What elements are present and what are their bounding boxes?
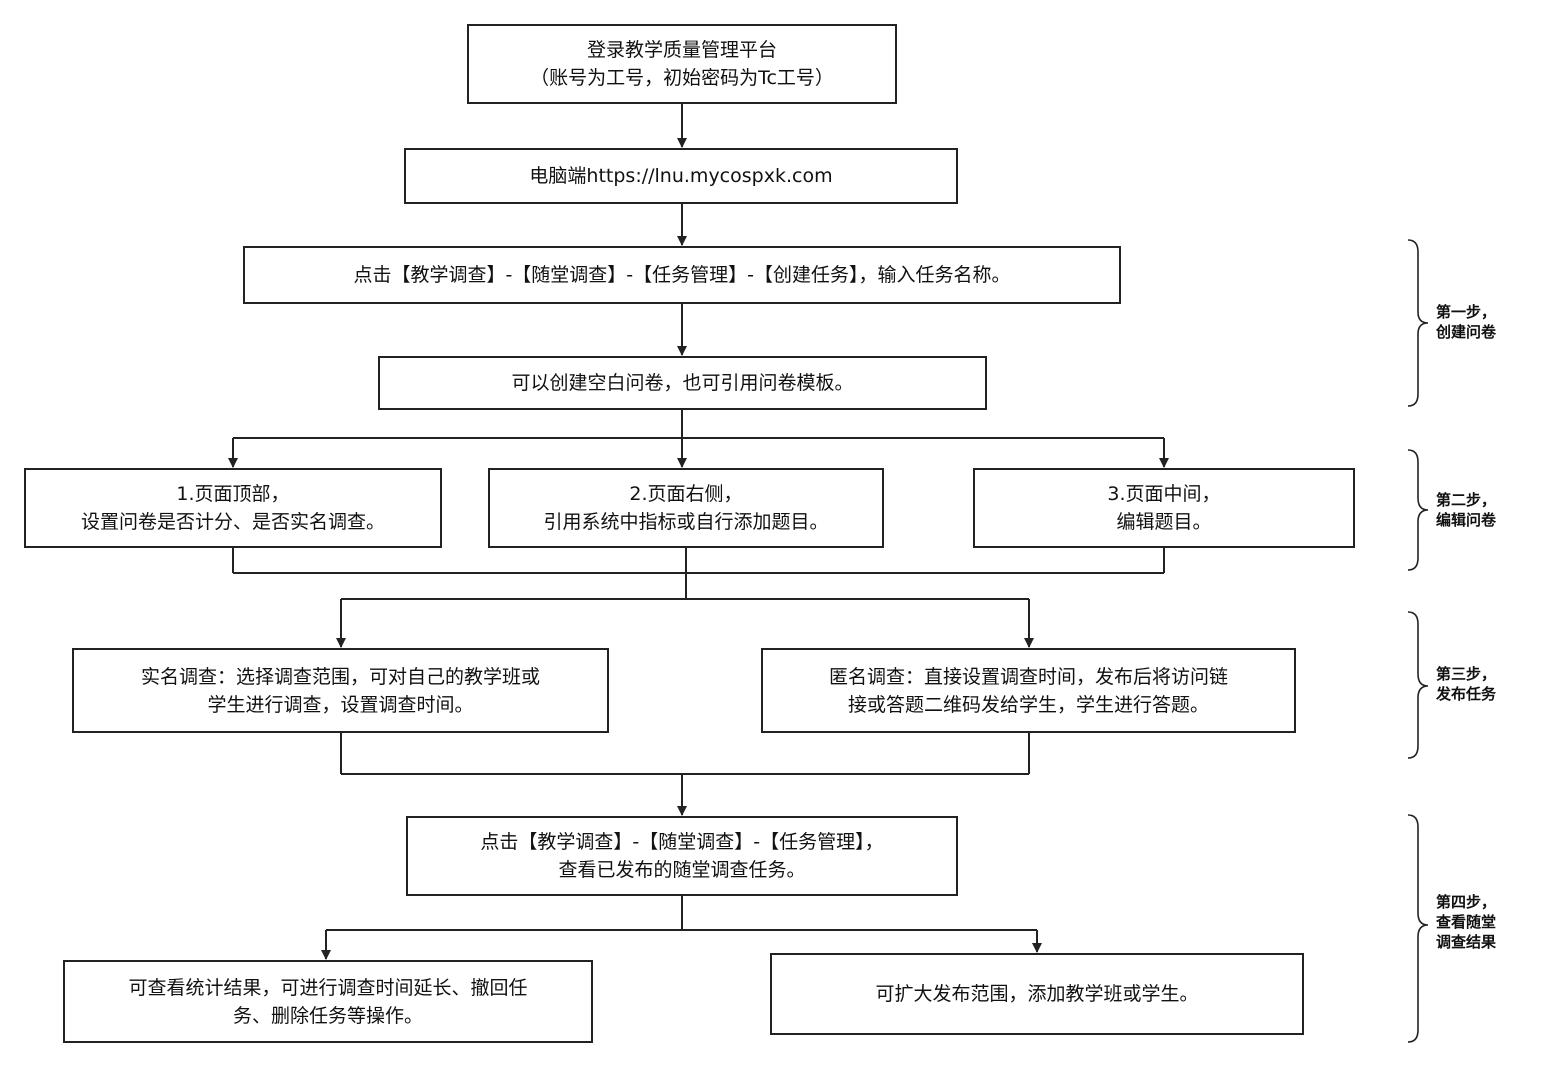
page-middle-box: 3.页面中间， 编辑题目。 bbox=[973, 468, 1355, 548]
step4-label: 第四步， 查看随堂 调查结果 bbox=[1436, 892, 1536, 952]
page-right-box: 2.页面右侧， 引用系统中指标或自行添加题目。 bbox=[488, 468, 884, 548]
url-line-1: 电脑端https://lnu.mycospxk.com bbox=[529, 165, 833, 187]
realname-line-2: 学生进行调查，设置调查时间。 bbox=[207, 693, 474, 716]
anonymous-survey-box: 匿名调查：直接设置调查时间，发布后将访问链 接或答题二维码发给学生，学生进行答题… bbox=[761, 648, 1296, 733]
view-tasks-line-2: 查看已发布的随堂调查任务。 bbox=[558, 859, 806, 881]
create-task-line-1: 点击【教学调查】-【随堂调查】-【任务管理】-【创建任务】，输入任务名称。 bbox=[353, 264, 1011, 286]
expand-scope-line-1: 可扩大发布范围，添加教学班或学生。 bbox=[875, 983, 1199, 1005]
template-box: 可以创建空白问卷，也可引用问卷模板。 bbox=[378, 356, 987, 410]
login-box: 登录教学质量管理平台 （账号为工号，初始密码为Tc工号） bbox=[467, 24, 897, 104]
step4-line-2: 查看随堂 bbox=[1436, 913, 1497, 931]
anonymous-line-2: 接或答题二维码发给学生，学生进行答题。 bbox=[847, 693, 1209, 716]
page-right-line-2: 引用系统中指标或自行添加题目。 bbox=[543, 511, 829, 533]
step3-label: 第三步， 发布任务 bbox=[1436, 664, 1536, 704]
template-line-1: 可以创建空白问卷，也可引用问卷模板。 bbox=[511, 372, 854, 394]
view-tasks-box: 点击【教学调查】-【随堂调查】-【任务管理】， 查看已发布的随堂调查任务。 bbox=[406, 816, 958, 896]
step1-line-2: 创建问卷 bbox=[1436, 323, 1497, 341]
brace-step4 bbox=[1407, 814, 1429, 1043]
step3-line-1: 第三步， bbox=[1436, 665, 1497, 683]
view-tasks-line-1: 点击【教学调查】-【随堂调查】-【任务管理】， bbox=[480, 831, 884, 853]
brace-step2 bbox=[1407, 449, 1429, 571]
step2-line-2: 编辑问卷 bbox=[1436, 511, 1497, 529]
login-line-1: 登录教学质量管理平台 bbox=[586, 39, 777, 61]
statistics-box: 可查看统计结果，可进行调查时间延长、撤回任 务、删除任务等操作。 bbox=[63, 960, 593, 1043]
brace-step1 bbox=[1407, 239, 1429, 407]
realname-survey-box: 实名调查：选择调查范围，可对自己的教学班或 学生进行调查，设置调查时间。 bbox=[72, 648, 609, 733]
statistics-line-2: 务、删除任务等操作。 bbox=[232, 1004, 423, 1027]
page-middle-line-1: 3.页面中间， bbox=[1107, 483, 1221, 505]
page-middle-line-2: 编辑题目。 bbox=[1116, 511, 1212, 533]
step2-line-1: 第二步， bbox=[1436, 491, 1497, 509]
expand-scope-box: 可扩大发布范围，添加教学班或学生。 bbox=[770, 953, 1304, 1035]
step4-line-1: 第四步， bbox=[1436, 893, 1497, 911]
statistics-line-1: 可查看统计结果，可进行调查时间延长、撤回任 bbox=[128, 976, 528, 999]
login-line-2: （账号为工号，初始密码为Tc工号） bbox=[530, 67, 834, 89]
page-top-line-1: 1.页面顶部， bbox=[176, 483, 290, 505]
step2-label: 第二步， 编辑问卷 bbox=[1436, 490, 1536, 530]
step1-line-1: 第一步， bbox=[1436, 303, 1497, 321]
page-top-line-2: 设置问卷是否计分、是否实名调查。 bbox=[80, 511, 385, 533]
realname-line-1: 实名调查：选择调查范围，可对自己的教学班或 bbox=[140, 665, 540, 688]
url-box: 电脑端https://lnu.mycospxk.com bbox=[404, 148, 958, 204]
page-top-box: 1.页面顶部， 设置问卷是否计分、是否实名调查。 bbox=[24, 468, 442, 548]
step4-line-3: 调查结果 bbox=[1436, 933, 1497, 951]
page-right-line-1: 2.页面右侧， bbox=[629, 483, 743, 505]
brace-step3 bbox=[1407, 611, 1429, 759]
anonymous-line-1: 匿名调查：直接设置调查时间，发布后将访问链 bbox=[828, 665, 1228, 688]
step3-line-2: 发布任务 bbox=[1436, 685, 1497, 703]
step1-label: 第一步， 创建问卷 bbox=[1436, 302, 1536, 342]
create-task-box: 点击【教学调查】-【随堂调查】-【任务管理】-【创建任务】，输入任务名称。 bbox=[243, 246, 1121, 304]
